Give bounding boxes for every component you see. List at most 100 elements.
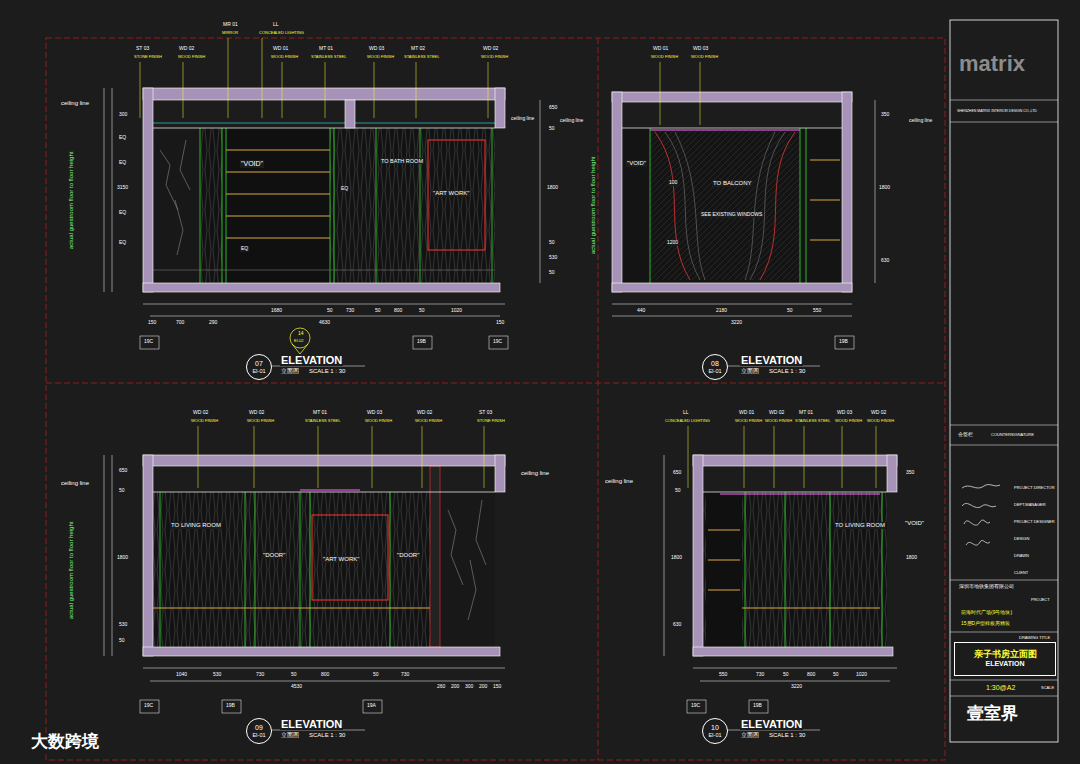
drawing-label: DRAWN [1013, 554, 1030, 558]
drawing-label: 1680 [270, 308, 283, 314]
drawing-label: DEPT.MANAGER [1013, 503, 1047, 507]
drawing-label: STAINLESS STEEL [403, 55, 441, 59]
drawing-label: MIRROR [221, 31, 239, 35]
drawing-label: WOOD FINISH [366, 55, 395, 59]
drawing-label: WD 02 [870, 410, 887, 416]
drawing-label: WD 01 [652, 46, 669, 52]
drawing-label: WOOD FINISH [246, 419, 275, 423]
drawing-label: "DOOR" [396, 552, 420, 559]
drawing-label: 630 [880, 258, 890, 264]
drawing-label: SEE EXISTING WINDOWS [700, 212, 763, 218]
drawing-label: 650 [548, 105, 558, 111]
drawing-label: 550 [718, 672, 728, 678]
drawing-label: 50 [548, 270, 556, 276]
drawing-label: TO LIVING ROOM [170, 522, 222, 529]
drawing-label: 100 [668, 180, 678, 186]
drawing-label: ELEVATION [740, 718, 803, 730]
node-text: EI-01 [252, 368, 265, 374]
drawing-label: WD 02 [416, 410, 433, 416]
node-text: EI-01 [252, 732, 265, 738]
drawing-label: 15层D户型样板房精装 [960, 621, 1011, 627]
drawing-label: 290 [208, 320, 218, 326]
drawing-label: ceiling line [604, 478, 634, 485]
drawing-label: 大数跨境 [30, 733, 100, 752]
drawing-label: 260 [436, 684, 446, 690]
drawing-label: WD 02 [248, 410, 265, 416]
drawing-label: 3220 [790, 684, 803, 690]
drawing-label: SCALE 1 : 30 [768, 368, 806, 375]
drawing-label: MR 01 [222, 22, 239, 28]
drawing-label: "DOOR" [262, 552, 286, 559]
drawing-label: ST 03 [478, 410, 493, 416]
drawing-label: WD 02 [192, 410, 209, 416]
drawing-label: 300 [464, 684, 474, 690]
drawing-label: ceiling line [520, 470, 550, 477]
drawing-label: 150 [495, 320, 505, 326]
drawing-label: WOOD FINISH [690, 55, 719, 59]
drawing-label: 50 [372, 672, 380, 678]
drawing-label: MT 01 [318, 46, 334, 52]
dimension-note: actual guestroom floor to floor height [68, 521, 75, 620]
drawing-label: 300 [118, 112, 128, 118]
drawing-label: 立面图 [740, 732, 760, 739]
node-text: EI-01 [708, 368, 721, 374]
drawing-label: 50 [548, 126, 556, 132]
elevation-tag: 10EI-01 [702, 718, 728, 744]
drawing-label: 730 [255, 672, 265, 678]
drawing-label: 1020 [450, 308, 463, 314]
drawing-label: 2180 [715, 308, 728, 314]
drawing-label: PROJECT [1030, 598, 1051, 602]
dimension-note: actual guestroom floor to floor height [590, 156, 597, 255]
drawing-label: STONE FINISH [133, 55, 163, 59]
drawing-label: LL [682, 410, 690, 416]
drawing-label: ceiling line [60, 480, 90, 487]
drawing-label: 壹室界 [966, 705, 1019, 724]
drawing-label: 4530 [290, 684, 303, 690]
drawing-label: 50 [782, 672, 790, 678]
drawing-label: WOOD FINISH [177, 55, 206, 59]
drawing-label: WOOD FINISH [364, 419, 393, 423]
drawing-label: 50 [548, 240, 556, 246]
drawing-label: WOOD FINISH [190, 419, 219, 423]
drawing-label: 50 [418, 308, 426, 314]
drawing-label: 3150 [116, 185, 129, 191]
drawing-label: 50 [118, 488, 126, 494]
drawing-label: 150 [492, 684, 502, 690]
drawing-label: 700 [175, 320, 185, 326]
drawing-label: matrix [958, 52, 1026, 76]
drawing-label: CONCEALED LIGHTING [664, 419, 711, 423]
drawing-label: 4630 [318, 320, 331, 326]
drawing-label: EQ [118, 210, 127, 216]
drawing-label: EQ [118, 160, 127, 166]
drawing-label: EQ [240, 246, 249, 252]
drawing-label: SCALE 1 : 30 [308, 368, 346, 375]
drawing-label: WD 01 [272, 46, 289, 52]
drawing-label: 800 [806, 672, 816, 678]
drawing-label: 200 [450, 684, 460, 690]
drawing-label: 1040 [175, 672, 188, 678]
drawing-label: ceiling line [60, 100, 90, 107]
drawing-label: WOOD FINISH [270, 55, 299, 59]
drawing-label: 深圳市地铁集团有限公司 [958, 584, 1015, 590]
drawing-label: 1200 [666, 240, 679, 246]
drawing-label: WOOD FINISH [480, 55, 509, 59]
dimension-note: actual guestroom floor to floor height [68, 151, 75, 250]
drawing-label: WOOD FINISH [650, 55, 679, 59]
drawing-label: 19C [143, 339, 154, 345]
drawing-label: WOOD FINISH [734, 419, 763, 423]
drawing-label: ELEVATION [280, 718, 343, 730]
drawing-label: 530 [548, 255, 558, 261]
drawing-label: PROJECT DIRECTOR [1013, 486, 1056, 490]
drawing-label: 1800 [670, 555, 683, 561]
drawing-label: 730 [755, 672, 765, 678]
drawing-label: 19B [225, 703, 236, 709]
drawing-label: 530 [212, 672, 222, 678]
elevation-tag: 07EI-01 [246, 354, 272, 380]
drawing-label: 前海时代广场(9号地块) [960, 610, 1013, 616]
drawing-label: PROJECT DESIGNER [1013, 520, 1056, 524]
drawing-label: MT 01 [798, 410, 814, 416]
drawing-label: 550 [812, 308, 822, 314]
drawing-label: MT 01 [312, 410, 328, 416]
drawing-label: 19C [143, 703, 154, 709]
